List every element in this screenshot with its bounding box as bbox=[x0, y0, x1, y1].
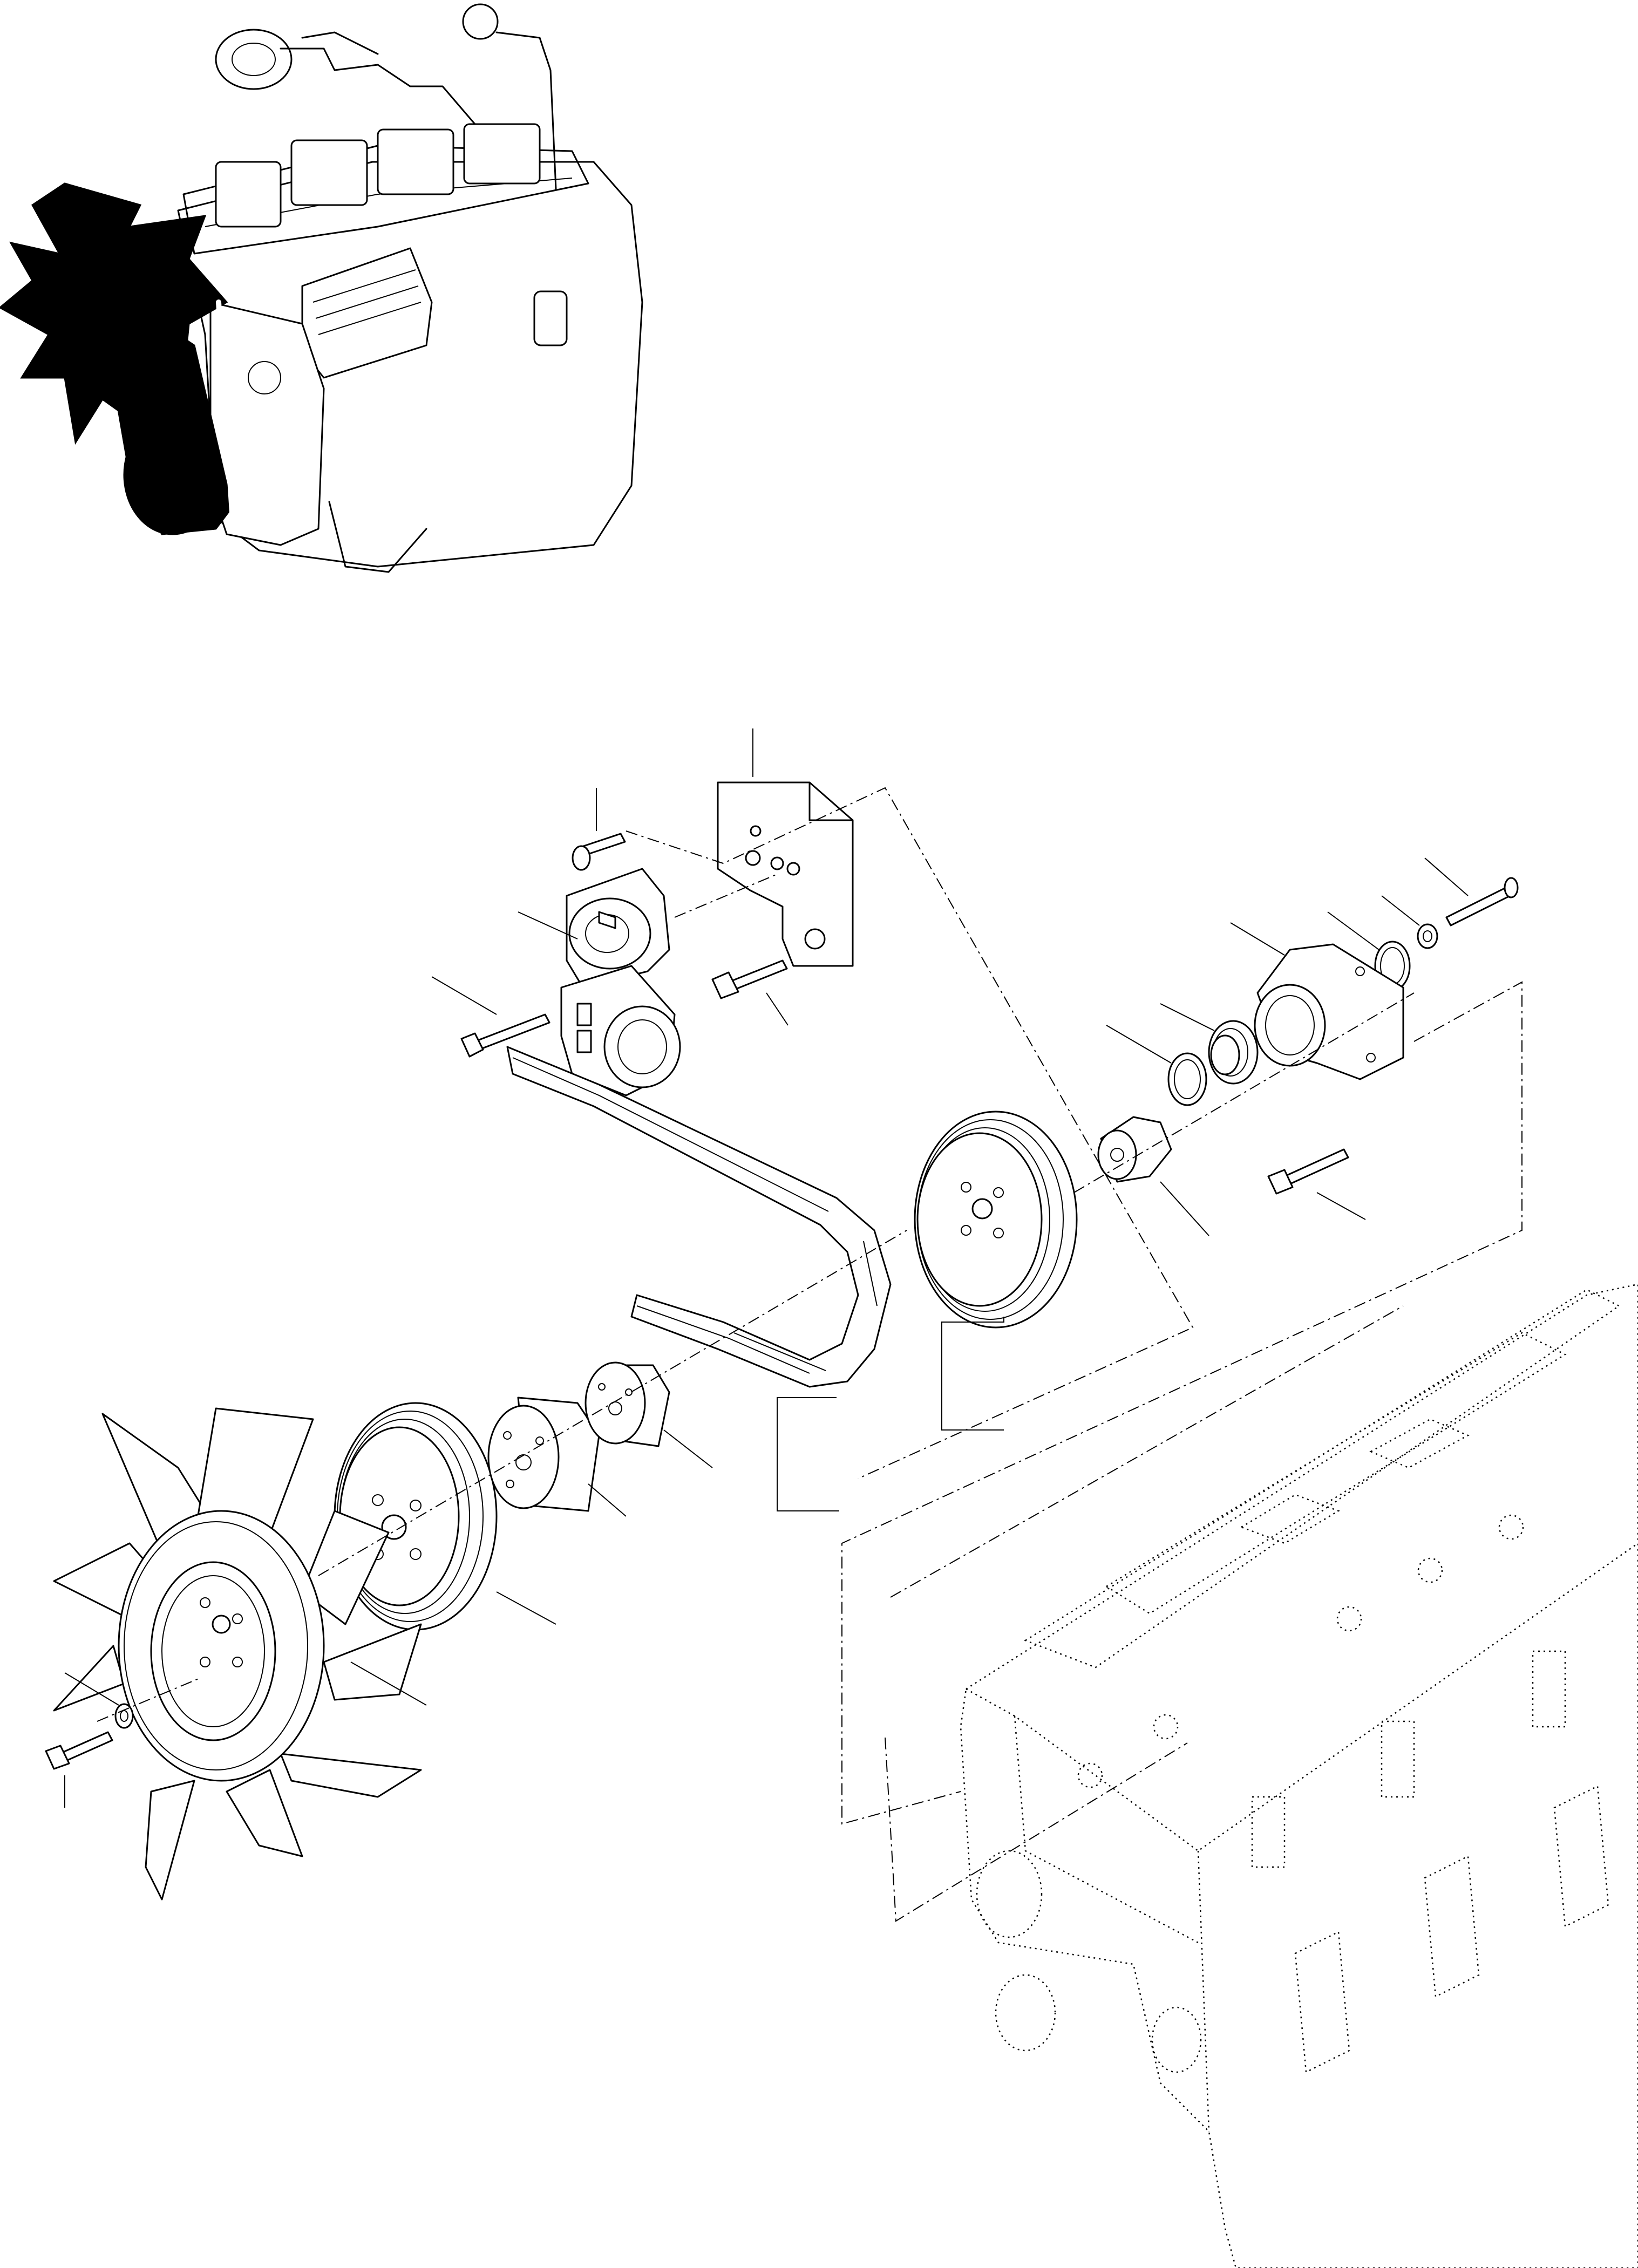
circlip bbox=[1106, 1025, 1207, 1106]
poly-v-belt bbox=[506, 1046, 892, 1388]
spacer-thin bbox=[584, 1361, 713, 1468]
fan-bolt bbox=[45, 1731, 113, 1808]
belt-tensioner bbox=[518, 868, 681, 1096]
tensioner-bracket-plate bbox=[717, 728, 854, 967]
fan-hub-support bbox=[1230, 922, 1404, 1080]
spacer-thick bbox=[487, 1397, 627, 1517]
belt-bracket bbox=[777, 1397, 839, 1511]
hub-adapter bbox=[1097, 1116, 1209, 1236]
assembly-centerlines bbox=[97, 787, 1523, 1922]
washer bbox=[1381, 895, 1438, 949]
water-pump-pulley bbox=[914, 1111, 1078, 1431]
bearing bbox=[1160, 1003, 1259, 1085]
tensioner-short-bolt bbox=[711, 959, 789, 1026]
support-bolt bbox=[1267, 1148, 1366, 1220]
tensioner-long-bolt bbox=[431, 976, 550, 1058]
cooling-fan bbox=[53, 1407, 427, 1901]
fan-pulley bbox=[334, 1402, 556, 1631]
cylinder-block bbox=[960, 1283, 1638, 2268]
hub-bolt bbox=[1424, 857, 1519, 927]
tensioner-screw bbox=[572, 788, 626, 871]
engine-overview-icon bbox=[0, 3, 643, 573]
